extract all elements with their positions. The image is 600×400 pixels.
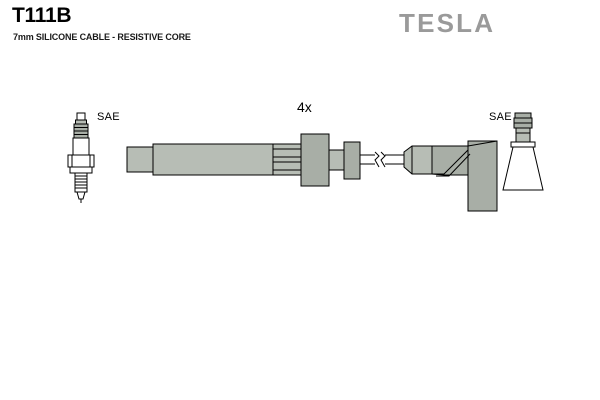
quantity-label: 4x (297, 99, 312, 115)
sae-label-right: SAE (489, 111, 512, 123)
brand-logo: TESLA (399, 8, 496, 38)
part-subtitle: 7mm SILICONE CABLE - RESISTIVE CORE (13, 32, 191, 42)
spark-plug-icon (67, 112, 95, 203)
page-title: T111B (12, 4, 72, 27)
ignition-cable-assembly (126, 133, 498, 212)
sae-label-left: SAE (97, 111, 120, 123)
sae-terminal-boot-icon (502, 112, 544, 191)
